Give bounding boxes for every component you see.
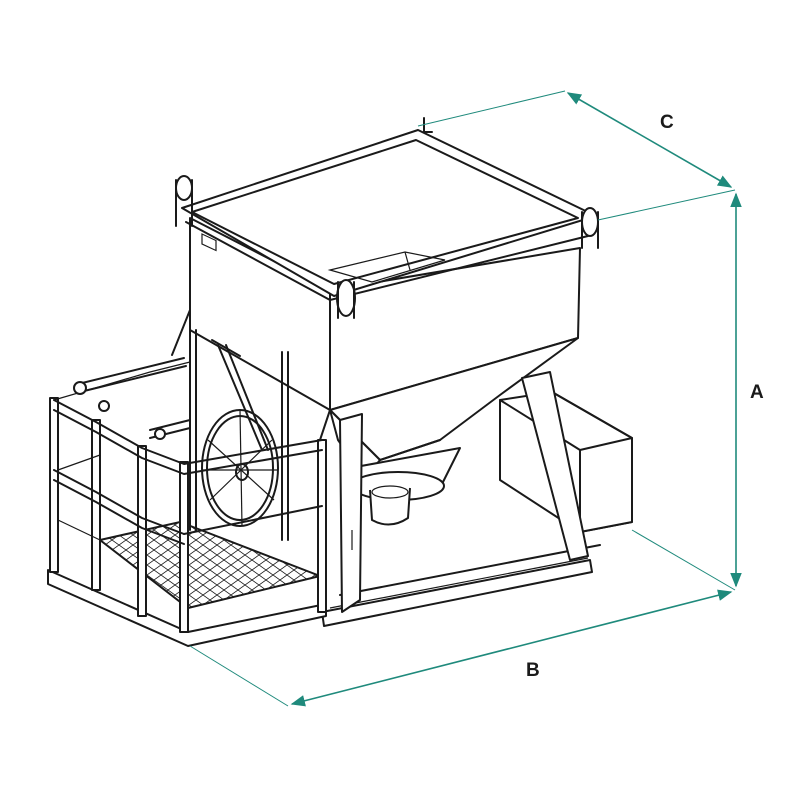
dimension-label-b: B <box>526 660 540 681</box>
dimension-line-b <box>290 589 733 707</box>
hand-wheel <box>201 339 279 527</box>
base-skid <box>321 544 601 627</box>
operator-platform <box>47 329 327 647</box>
extension-line-top-right <box>597 189 736 221</box>
discharge-chute <box>349 447 461 526</box>
dimension-line-c <box>566 92 733 188</box>
support-legs <box>171 309 589 613</box>
extension-line-bottom-right <box>631 529 736 591</box>
hopper-body <box>181 129 597 479</box>
lifting-lugs <box>175 117 599 319</box>
dimension-lines: A B C <box>189 90 764 707</box>
dimension-label-c: C <box>660 112 674 133</box>
dimension-label-a: A <box>750 382 764 403</box>
extension-line-top-rear <box>417 90 566 127</box>
extension-line-bottom-left <box>189 645 289 707</box>
